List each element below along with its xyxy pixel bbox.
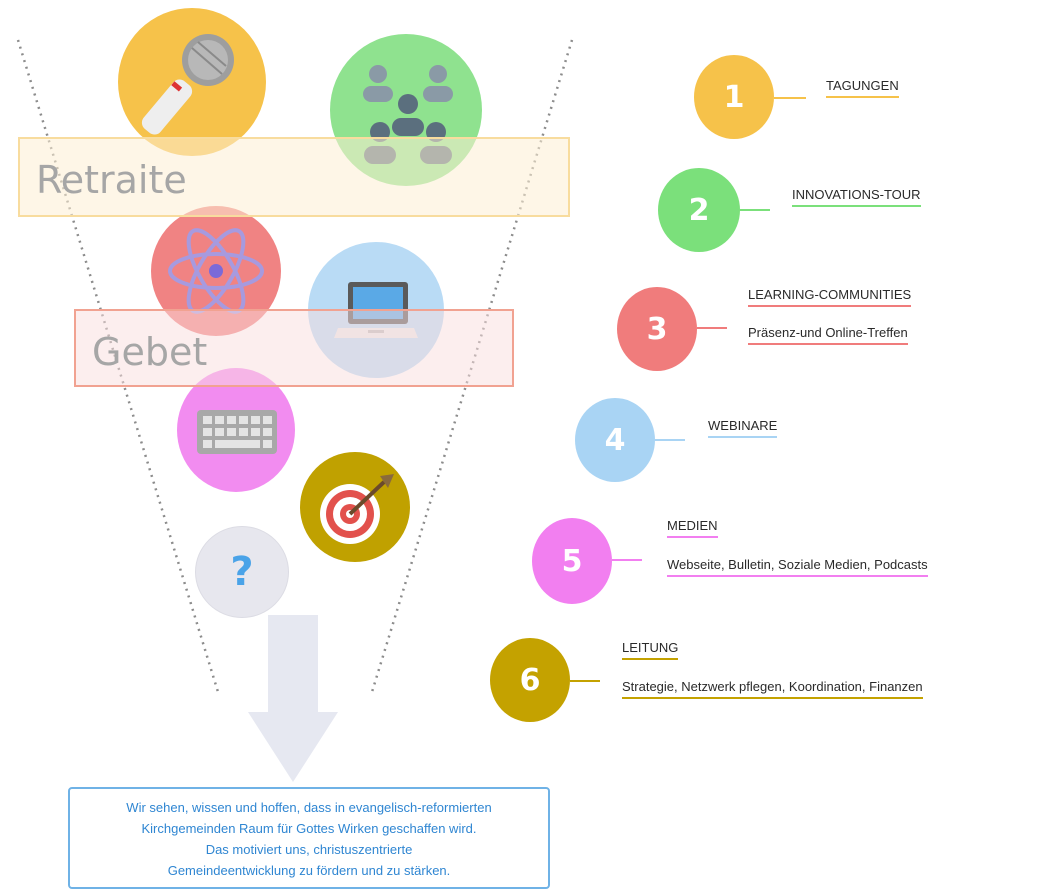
item-title-6: LEITUNG: [622, 640, 679, 660]
vision-line-3: Das motiviert uns, christuszentrierte: [205, 842, 413, 857]
number-circle-6: 6: [490, 638, 570, 722]
item-title-5: MEDIEN: [667, 518, 718, 538]
connector-6: [570, 680, 600, 682]
number-2: 2: [688, 192, 710, 228]
number-5: 5: [561, 543, 583, 579]
question-mark-icon: ?: [230, 549, 254, 595]
vision-statement-box: Wir sehen, wissen und hoffen, dass in ev…: [68, 787, 550, 889]
number-circle-1: 1: [694, 55, 774, 139]
number-3: 3: [646, 311, 668, 347]
item-subtitle-6: Strategie, Netzwerk pflegen, Koordinatio…: [622, 679, 923, 699]
vision-line-2: Kirchgemeinden Raum für Gottes Wirken ge…: [141, 821, 477, 836]
item-subtitle-3: Präsenz-und Online-Treffen: [748, 325, 908, 345]
connector-3: [697, 327, 727, 329]
gebet-band: Gebet: [74, 309, 514, 387]
number-4: 4: [604, 422, 626, 458]
retraite-label: Retraite: [36, 158, 187, 202]
keyboard-icon: [197, 410, 277, 454]
target-circle: [300, 452, 410, 562]
item-title-3: LEARNING-COMMUNITIES: [748, 287, 912, 307]
number-6: 6: [519, 662, 541, 698]
connector-2: [740, 209, 770, 211]
vision-line-4: Gemeindeentwicklung zu fördern und zu st…: [167, 863, 451, 878]
connector-4: [655, 439, 685, 441]
connector-1: [774, 97, 806, 99]
item-title-2: INNOVATIONS-TOUR: [792, 187, 921, 207]
down-arrow-icon: [248, 615, 338, 782]
keyboard-circle: [177, 368, 295, 492]
connector-5: [612, 559, 642, 561]
item-subtitle-5: Webseite, Bulletin, Soziale Medien, Podc…: [667, 557, 928, 577]
vision-line-1: Wir sehen, wissen und hoffen, dass in ev…: [126, 800, 492, 815]
number-circle-2: 2: [658, 168, 740, 252]
number-circle-4: 4: [575, 398, 655, 482]
question-circle: ?: [195, 526, 289, 618]
microphone-icon: [141, 34, 234, 135]
target-icon: [320, 474, 394, 544]
retraite-band: Retraite: [18, 137, 570, 217]
number-1: 1: [723, 79, 745, 115]
microphone-circle: [118, 8, 266, 156]
gebet-label: Gebet: [92, 330, 208, 374]
number-circle-5: 5: [532, 518, 612, 604]
item-title-1: TAGUNGEN: [826, 78, 899, 98]
number-circle-3: 3: [617, 287, 697, 371]
item-title-4: WEBINARE: [708, 418, 778, 438]
